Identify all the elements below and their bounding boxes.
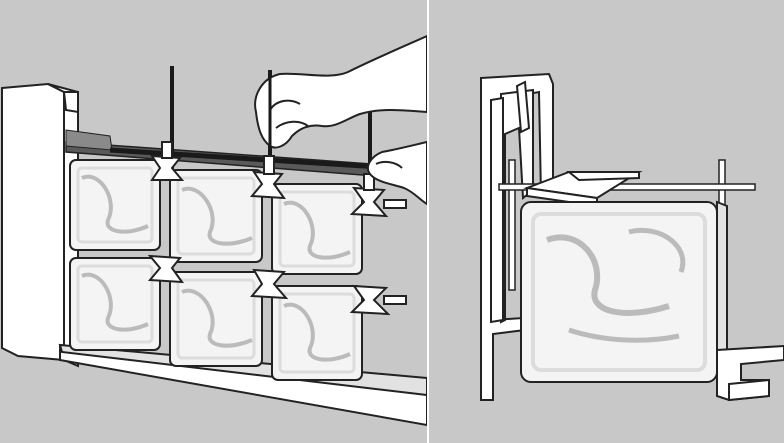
glass-block-icon bbox=[169, 271, 263, 367]
wall-assembly-panel bbox=[0, 0, 427, 443]
glass-block-icon bbox=[271, 285, 363, 381]
spacer-icon bbox=[147, 254, 185, 284]
end-wall-post bbox=[1, 82, 79, 368]
spacers bbox=[147, 141, 407, 316]
spacer-icon bbox=[383, 199, 407, 305]
crossbar bbox=[498, 183, 756, 191]
edge-channel-panel bbox=[429, 0, 784, 443]
glass-block-icon bbox=[169, 169, 263, 263]
hand-icon bbox=[254, 34, 427, 150]
spacer-icon bbox=[349, 173, 389, 218]
glass-block-icon bbox=[69, 159, 161, 251]
spacer-icon bbox=[249, 155, 287, 200]
glass-block-grid bbox=[69, 159, 363, 381]
spacer-icon bbox=[349, 284, 391, 316]
bottom-channel bbox=[716, 344, 784, 402]
edge-channel-drawing bbox=[429, 0, 784, 443]
wall-assembly-drawing bbox=[0, 0, 427, 443]
glass-block-icon bbox=[271, 183, 363, 275]
glass-block-icon bbox=[69, 257, 161, 351]
spacer-icon bbox=[249, 268, 289, 300]
spacer-icon bbox=[150, 141, 185, 181]
hand-icon bbox=[366, 140, 427, 206]
glass-block-icon bbox=[520, 200, 728, 386]
edge-channel bbox=[480, 72, 554, 401]
panel-divider bbox=[427, 0, 429, 443]
